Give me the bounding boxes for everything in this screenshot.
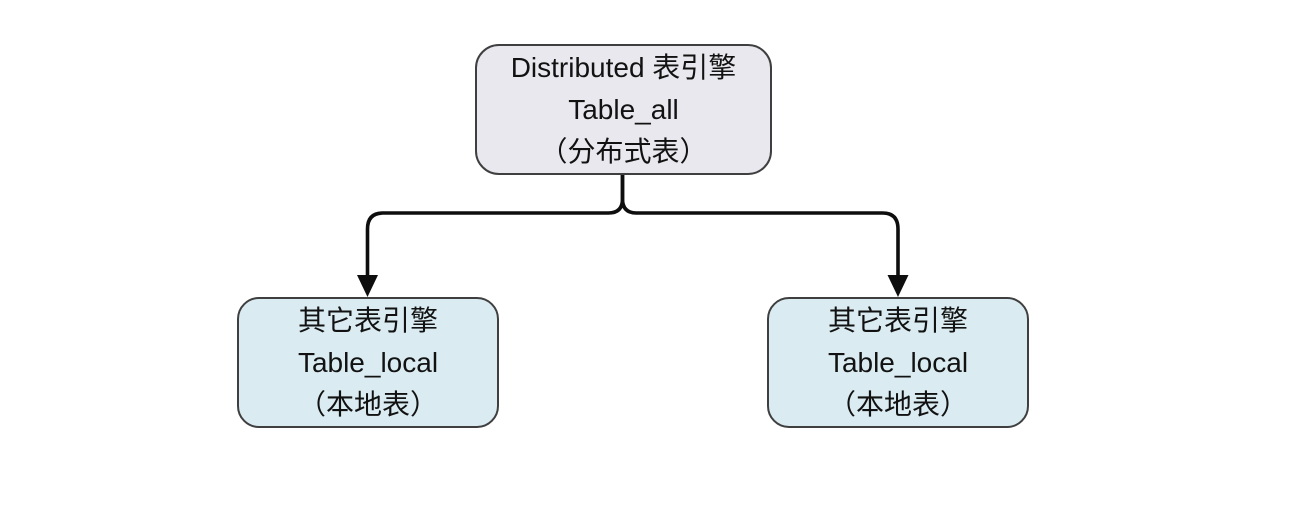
node-engine-label: 其它表引擎: [297, 304, 438, 336]
node-alias-label: （分布式表）: [539, 135, 708, 167]
node-table-name: Table_local: [297, 346, 439, 378]
connector-top-to-right: [620, 175, 900, 276]
node-engine-label: 其它表引擎: [827, 304, 968, 336]
node-local-table-left: 其它表引擎 Table_local （本地表）: [237, 297, 499, 428]
node-alias-label: （本地表）: [827, 388, 968, 420]
node-engine-label: Distributed 表引擎: [510, 51, 737, 83]
node-table-name: Table_all: [568, 93, 679, 125]
node-alias-label: （本地表）: [297, 388, 438, 420]
node-local-table-right: 其它表引擎 Table_local （本地表）: [767, 297, 1029, 428]
arrowhead-right-icon: [887, 275, 909, 297]
connector-top-to-left: [365, 175, 625, 276]
node-distributed-table: Distributed 表引擎 Table_all （分布式表）: [475, 44, 772, 175]
arrowhead-left-icon: [357, 275, 378, 297]
node-table-name: Table_local: [827, 346, 969, 378]
